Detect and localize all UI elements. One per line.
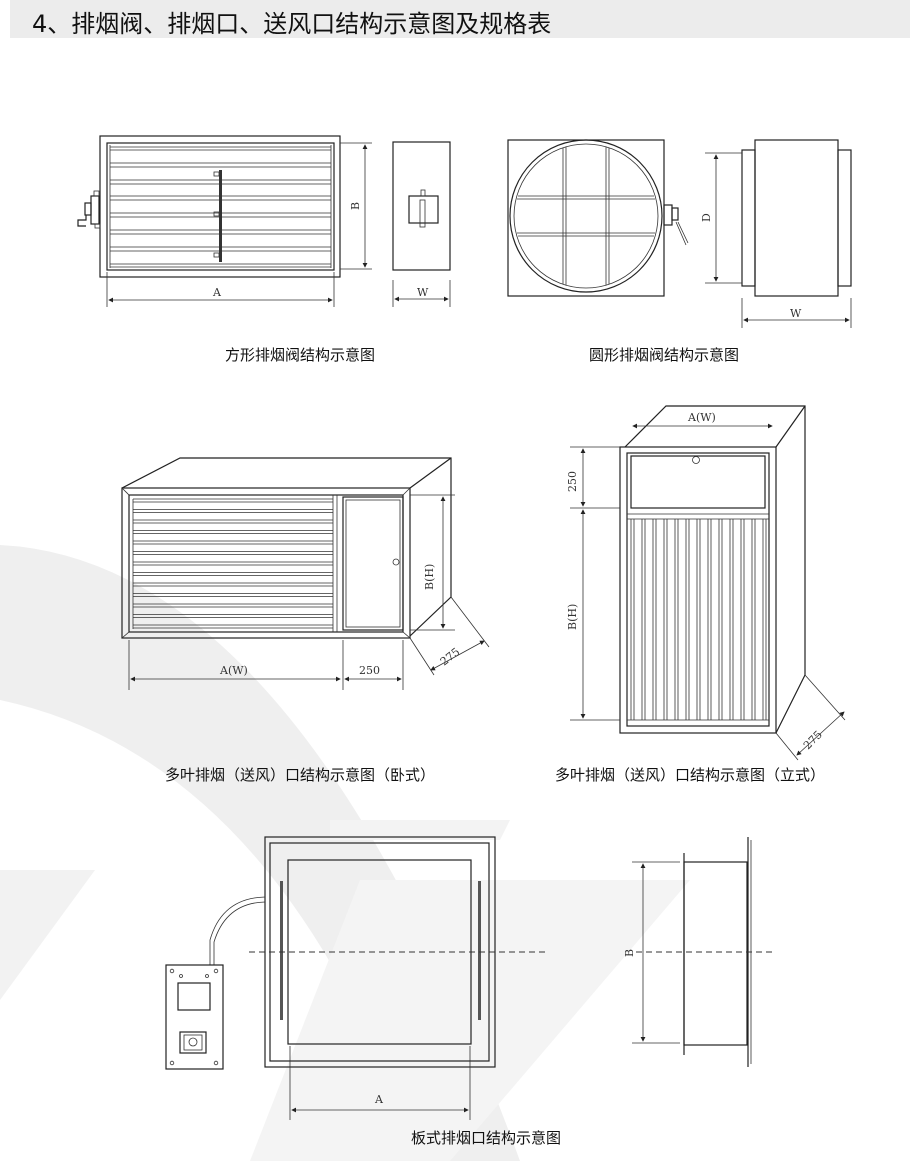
round-valve-diagram: D W 圆形排烟阀结构示意图 (507, 139, 852, 364)
dim-275-label: 275 (438, 645, 463, 668)
title-bar: 4、排烟阀、排烟口、送风口结构示意图及规格表 (10, 0, 910, 38)
dim-a-label: A (212, 286, 222, 299)
background-swoosh (0, 545, 690, 1161)
dim-w-label: W (790, 307, 802, 320)
dim-w-label: W (417, 286, 429, 299)
plate-outlet-diagram: A B 板式排烟口结构示意图 (165, 836, 772, 1147)
actuator-icon (663, 204, 689, 246)
dim-b-label: B(H) (423, 564, 436, 590)
round-valve-caption: 圆形排烟阀结构示意图 (589, 346, 739, 364)
plate-outlet-caption: 板式排烟口结构示意图 (411, 1129, 561, 1147)
dim-a-label: A(W) (219, 664, 248, 677)
dim-a-label: A(W) (687, 411, 716, 424)
page-title: 4、排烟阀、排烟口、送风口结构示意图及规格表 (32, 10, 552, 38)
vertical-outlet-caption: 多叶排烟（送风）口结构示意图（立式） (555, 766, 825, 784)
dim-d-label: D (700, 213, 713, 222)
dim-250-label: 250 (359, 664, 380, 677)
square-valve-caption: 方形排烟阀结构示意图 (225, 346, 375, 364)
dim-b-label: B(H) (566, 604, 579, 630)
dim-b-label: B (349, 202, 362, 210)
dim-b-label: B (623, 949, 636, 957)
vertical-outlet-diagram: 250 B(H) A(W) 275 多叶排烟（送风）口结构示意图（立式） (555, 405, 846, 784)
square-valve-diagram: B A W 方形排烟阀结构示意图 (77, 135, 451, 364)
horizontal-outlet-diagram: B(H) 275 A(W) 250 多叶排烟（送风）口结构示意图（卧式） (121, 457, 490, 784)
dim-a-label: A (374, 1093, 384, 1106)
handle-icon (77, 190, 101, 229)
control-box (165, 964, 224, 1070)
power-button-icon (188, 1037, 198, 1047)
horizontal-outlet-caption: 多叶排烟（送风）口结构示意图（卧式） (165, 766, 435, 784)
dim-250-label: 250 (566, 471, 579, 492)
